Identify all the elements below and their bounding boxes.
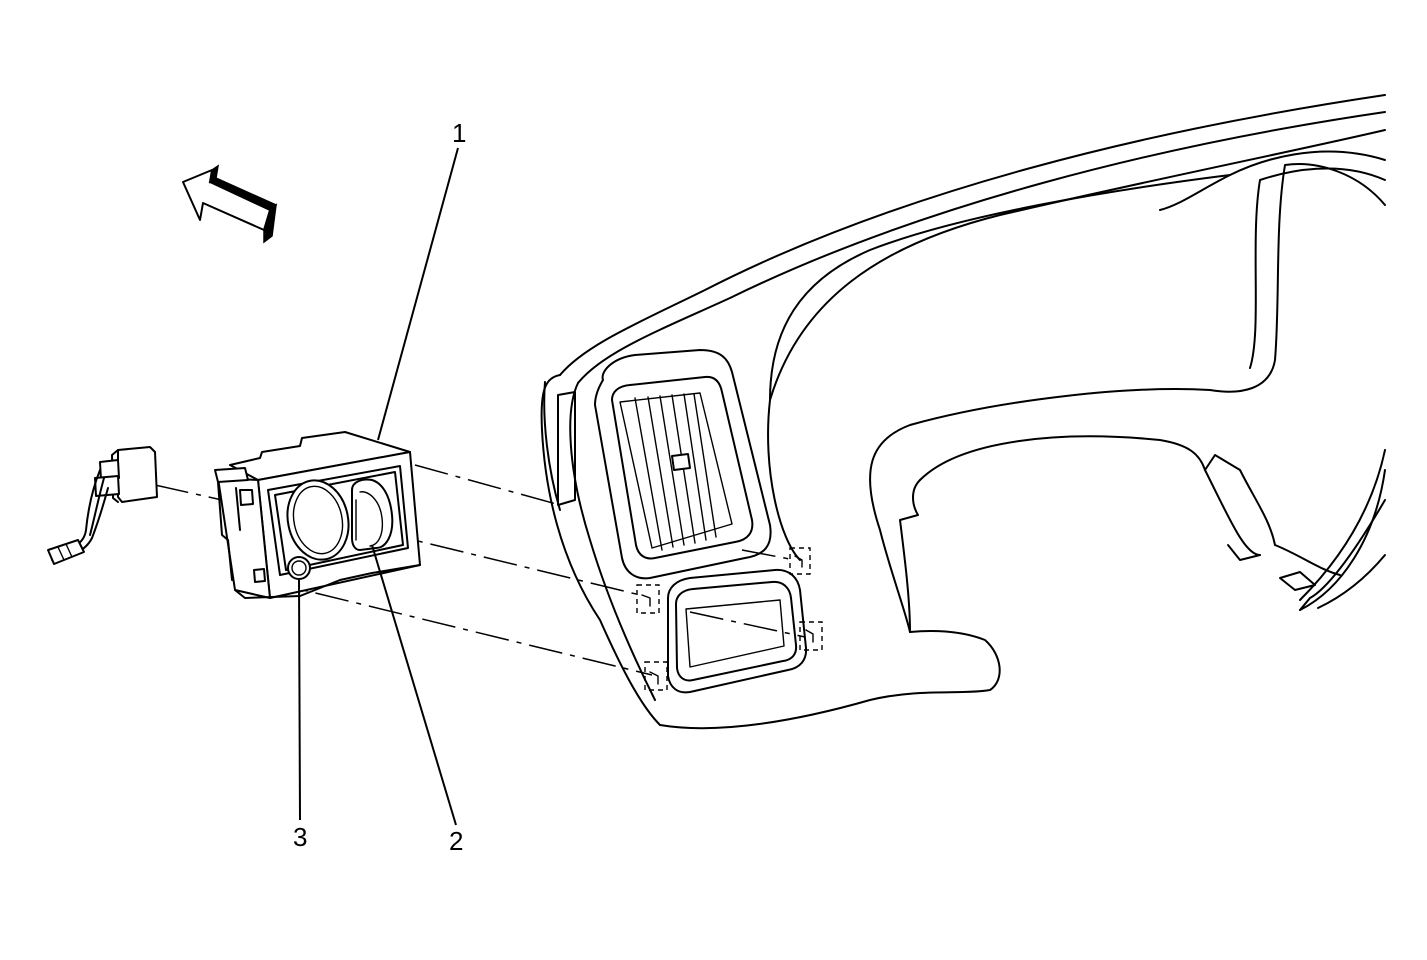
alignment-lines bbox=[154, 464, 806, 676]
leader-2 bbox=[371, 544, 457, 826]
callout-2: 2 bbox=[449, 826, 463, 856]
instrument-panel bbox=[540, 94, 1386, 730]
electrical-connector-icon bbox=[47, 446, 158, 565]
callout-3: 3 bbox=[293, 822, 307, 852]
callout-1: 1 bbox=[452, 118, 466, 148]
retainer-clip-locations bbox=[636, 547, 823, 691]
leader-1 bbox=[377, 147, 459, 441]
leader-3 bbox=[298, 579, 301, 821]
arrow-forward-icon bbox=[182, 164, 278, 244]
callout-leaders bbox=[298, 147, 459, 826]
headlamp-switch-assembly bbox=[214, 431, 421, 599]
callout-labels: 1 2 3 bbox=[293, 118, 466, 856]
